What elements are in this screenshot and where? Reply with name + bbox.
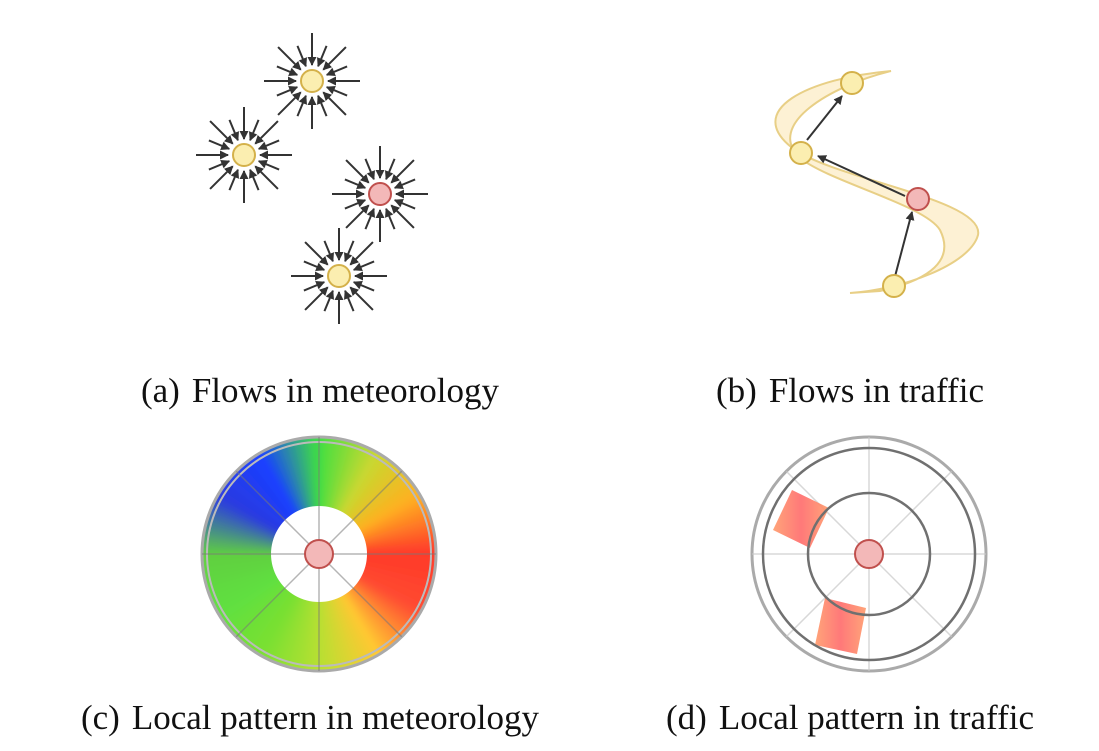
flow-arrow — [208, 139, 231, 150]
spoke-line — [318, 553, 403, 638]
flow-arrow — [322, 46, 347, 71]
target-node-group — [332, 146, 428, 242]
caption-label: (a) — [140, 371, 180, 410]
flow-arrow — [390, 159, 415, 184]
traffic-node — [840, 71, 864, 95]
flow-arrow — [325, 86, 348, 97]
traffic-arrow — [817, 155, 906, 197]
dark-ring-inner — [806, 491, 932, 617]
flow-arrow — [249, 168, 260, 191]
flow-arrow — [249, 119, 260, 142]
flow-arrow — [296, 94, 307, 117]
spoke-line — [318, 470, 403, 555]
pattern-strip-upper — [773, 490, 829, 548]
traffic-arrow — [806, 95, 843, 141]
flow-arrow — [393, 178, 416, 189]
flow-arrow — [208, 160, 231, 171]
flow-arrow — [303, 281, 326, 292]
flow-arrow — [352, 260, 375, 271]
center-node — [304, 539, 334, 569]
flow-arrow — [349, 241, 374, 266]
flow-arrow — [276, 86, 299, 97]
flow-arrow — [254, 120, 279, 145]
flow-arrow — [257, 160, 280, 171]
flow-arrow — [385, 207, 396, 230]
flow-arrow — [254, 165, 279, 190]
caption-text: Local pattern in meteorology — [131, 698, 540, 737]
flow-arrow — [276, 65, 299, 76]
spoke-line — [785, 553, 870, 638]
flow-arrow — [345, 159, 370, 184]
flow-arrow — [344, 240, 355, 263]
flow-arrow — [257, 139, 280, 150]
caption-label: (b) — [716, 371, 757, 410]
flow-arrow — [209, 120, 234, 145]
flow-arrow — [393, 199, 416, 210]
dark-ring-outer — [761, 446, 977, 662]
spoke-line — [235, 470, 320, 555]
caption-panel-a: (a) Flows in meteorology — [60, 373, 580, 408]
flow-arrow — [323, 240, 334, 263]
caption-text: Local pattern in traffic — [718, 698, 1034, 737]
caption-label: (c) — [80, 698, 120, 737]
station-node — [300, 69, 324, 93]
traffic-node — [882, 274, 906, 298]
traffic-target-node — [906, 187, 930, 211]
flow-arrow — [344, 289, 355, 312]
flow-arrow — [345, 204, 370, 229]
flow-arrow — [317, 94, 328, 117]
center-node — [854, 539, 884, 569]
caption-text: Flows in meteorology — [191, 371, 500, 410]
traffic-arrow — [892, 211, 915, 285]
station-node — [327, 264, 351, 288]
caption-panel-d: (d) Local pattern in traffic — [600, 700, 1099, 735]
caption-label: (d) — [666, 698, 707, 737]
grid-spokes — [202, 437, 436, 671]
panel-a-diagram — [196, 33, 428, 324]
panel-c-diagram — [200, 435, 438, 673]
flow-arrow — [228, 119, 239, 142]
pattern-strip-lower — [815, 598, 866, 654]
flow-arrow — [352, 281, 375, 292]
flow-arrow — [317, 45, 328, 68]
panel-b-diagram — [774, 70, 980, 298]
spoke-line — [235, 553, 320, 638]
spoke-line — [785, 470, 870, 555]
flow-arrow — [323, 289, 334, 312]
flow-arrow — [390, 204, 415, 229]
station-node — [232, 143, 256, 167]
flow-arrow — [349, 286, 374, 311]
spoke-line — [868, 470, 953, 555]
grid-spokes — [752, 437, 986, 671]
flow-arrow — [325, 65, 348, 76]
flow-arrow — [364, 207, 375, 230]
caption-text: Flows in traffic — [768, 371, 984, 410]
flow-arrow — [303, 260, 326, 271]
caption-panel-b: (b) Flows in traffic — [600, 373, 1099, 408]
flow-arrow — [277, 91, 302, 116]
flow-arrow — [304, 286, 329, 311]
spoke-line — [868, 553, 953, 638]
panel-d-diagram — [750, 435, 988, 673]
flow-arrow — [364, 158, 375, 181]
flow-arrow — [277, 46, 302, 71]
caption-panel-c: (c) Local pattern in meteorology — [20, 700, 600, 735]
traffic-node — [789, 141, 813, 165]
target-node — [368, 182, 392, 206]
flow-arrow — [228, 168, 239, 191]
flow-arrow — [304, 241, 329, 266]
flow-arrow — [209, 165, 234, 190]
flow-arrow — [322, 91, 347, 116]
node-group — [196, 107, 292, 203]
flow-arrow — [344, 199, 367, 210]
flow-arrow — [344, 178, 367, 189]
flow-arrow — [385, 158, 396, 181]
flow-arrow — [296, 45, 307, 68]
node-group — [291, 228, 387, 324]
node-group — [264, 33, 360, 129]
